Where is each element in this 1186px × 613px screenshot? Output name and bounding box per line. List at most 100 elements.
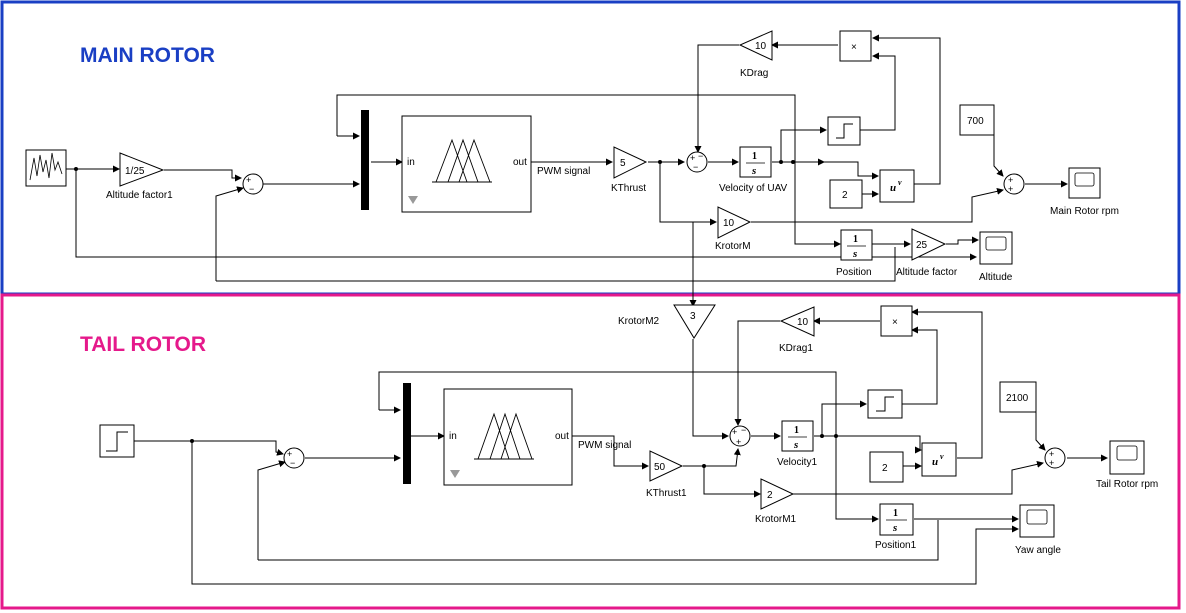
yaw-angle-label: Yaw angle (1015, 545, 1061, 556)
altitude-factor1-value: 1/25 (125, 166, 145, 177)
main-fis-out: out (513, 157, 527, 168)
svg-text:s: s (852, 248, 857, 260)
svg-text:700: 700 (967, 116, 984, 127)
svg-text:v: v (898, 178, 902, 187)
tail-power-block[interactable]: u v (921, 442, 957, 477)
svg-text:u: u (890, 182, 896, 194)
svg-text:1: 1 (794, 425, 799, 436)
altitude-factor-gain[interactable]: 25 (911, 228, 947, 261)
krotorm-gain[interactable]: 10 (717, 206, 752, 239)
tail-pwm-label: PWM signal (578, 440, 631, 451)
position-label: Position (836, 267, 872, 278)
svg-text:s: s (793, 439, 798, 451)
main-sum-velocity: + − − (686, 151, 708, 173)
kdrag1-value: 10 (797, 317, 809, 328)
svg-text:+: + (246, 175, 251, 185)
tail-sum-yaw: + − (283, 447, 305, 469)
tail-sign-block[interactable] (867, 389, 903, 419)
svg-text:+: + (1008, 175, 1013, 185)
svg-text:−: − (249, 184, 254, 194)
altitude-factor-label: Altitude factor (896, 267, 958, 278)
main-power-block[interactable]: u v (879, 169, 915, 203)
krotorm1-label: KrotorM1 (755, 514, 797, 525)
kdrag-label: KDrag (740, 68, 768, 79)
main-fuzzy-controller[interactable]: in out (401, 115, 532, 213)
svg-text:s: s (892, 522, 897, 534)
kthrust1-gain[interactable]: 50 (649, 450, 684, 482)
tail-rotor-title: TAIL ROTOR (80, 333, 206, 356)
svg-text:−: − (290, 458, 295, 468)
krotorm1-gain[interactable]: 2 (760, 478, 795, 510)
kthrust1-label: KThrust1 (646, 488, 687, 499)
svg-text:1: 1 (752, 151, 757, 162)
main-offset-constant[interactable]: 700 (959, 104, 995, 136)
svg-text:1: 1 (893, 508, 898, 519)
velocity-of-uav-integrator[interactable]: 1 s (739, 146, 772, 178)
svg-text:+: + (732, 427, 737, 437)
main-product-block[interactable]: × (839, 30, 872, 62)
main-fis-in: in (407, 157, 415, 168)
altitude-factor1-label: Altitude factor1 (106, 190, 173, 201)
main-sum-rpm: + + (1003, 173, 1025, 195)
tail-rotor-rpm-label: Tail Rotor rpm (1096, 479, 1158, 490)
krotorm-label: KrotorM (715, 241, 751, 252)
kdrag1-gain[interactable]: 10 (779, 306, 815, 337)
svg-text:2100: 2100 (1006, 393, 1029, 404)
altitude-scope[interactable] (979, 231, 1013, 265)
tail-rotor-frame (0, 293, 1181, 610)
svg-text:u: u (932, 456, 938, 468)
svg-text:×: × (892, 317, 898, 328)
kthrust-label: KThrust (611, 183, 646, 194)
kthrust-value: 5 (620, 158, 626, 169)
position1-label: Position1 (875, 540, 917, 551)
main-rotor-rpm-scope[interactable] (1068, 167, 1101, 199)
tail-fis-in: in (449, 431, 457, 442)
krotorm2-value: 3 (690, 311, 696, 322)
tail-step-source[interactable] (99, 424, 135, 458)
tail-exponent-constant[interactable]: 2 (869, 451, 904, 483)
svg-text:+: + (736, 437, 741, 447)
tail-offset-constant[interactable]: 2100 (999, 381, 1037, 413)
altitude-factor1-gain[interactable]: 1/25 (119, 152, 165, 187)
krotorm2-gain[interactable]: 3 (673, 304, 716, 339)
kdrag-gain[interactable]: 10 (738, 30, 773, 61)
tail-mux-bar (403, 383, 411, 484)
main-mux-bar (361, 110, 369, 210)
position1-integrator[interactable]: 1 s (879, 503, 914, 536)
position-integrator[interactable]: 1 s (840, 229, 873, 261)
kthrust-gain[interactable]: 5 (613, 146, 648, 179)
svg-text:1: 1 (853, 234, 858, 245)
main-rotor-rpm-label: Main Rotor rpm (1050, 206, 1119, 217)
svg-text:×: × (851, 42, 857, 53)
tail-fis-out: out (555, 431, 569, 442)
kdrag1-label: KDrag1 (779, 343, 813, 354)
tail-rotor-rpm-scope[interactable] (1109, 440, 1145, 475)
kthrust1-value: 50 (654, 462, 666, 473)
tail-sum-velocity: + − + (729, 425, 751, 447)
svg-text:+: + (1049, 449, 1054, 459)
kdrag-value: 10 (755, 41, 767, 52)
krotorm-value: 10 (723, 218, 735, 229)
velocity1-integrator[interactable]: 1 s (781, 420, 814, 452)
main-rotor-title: MAIN ROTOR (80, 44, 215, 67)
velocity-of-uav-label: Velocity of UAV (719, 183, 788, 194)
svg-text:2: 2 (842, 190, 848, 201)
yaw-angle-scope[interactable] (1019, 504, 1055, 538)
krotorm2-label: KrotorM2 (618, 316, 660, 327)
svg-text:−: − (693, 162, 698, 172)
svg-text:v: v (940, 452, 944, 461)
main-exponent-constant[interactable]: 2 (829, 179, 863, 209)
velocity1-label: Velocity1 (777, 457, 817, 468)
main-wires (66, 34, 1068, 307)
svg-text:+: + (287, 449, 292, 459)
krotorm1-value: 2 (767, 490, 773, 501)
main-sum-altitude: + − (242, 173, 264, 195)
tail-fuzzy-controller[interactable]: in out (443, 388, 573, 486)
svg-text:+: + (1049, 458, 1054, 468)
svg-text:+: + (690, 153, 695, 163)
tail-product-block[interactable]: × (880, 305, 913, 337)
svg-text:−: − (698, 151, 703, 161)
main-sign-block[interactable] (827, 116, 861, 146)
